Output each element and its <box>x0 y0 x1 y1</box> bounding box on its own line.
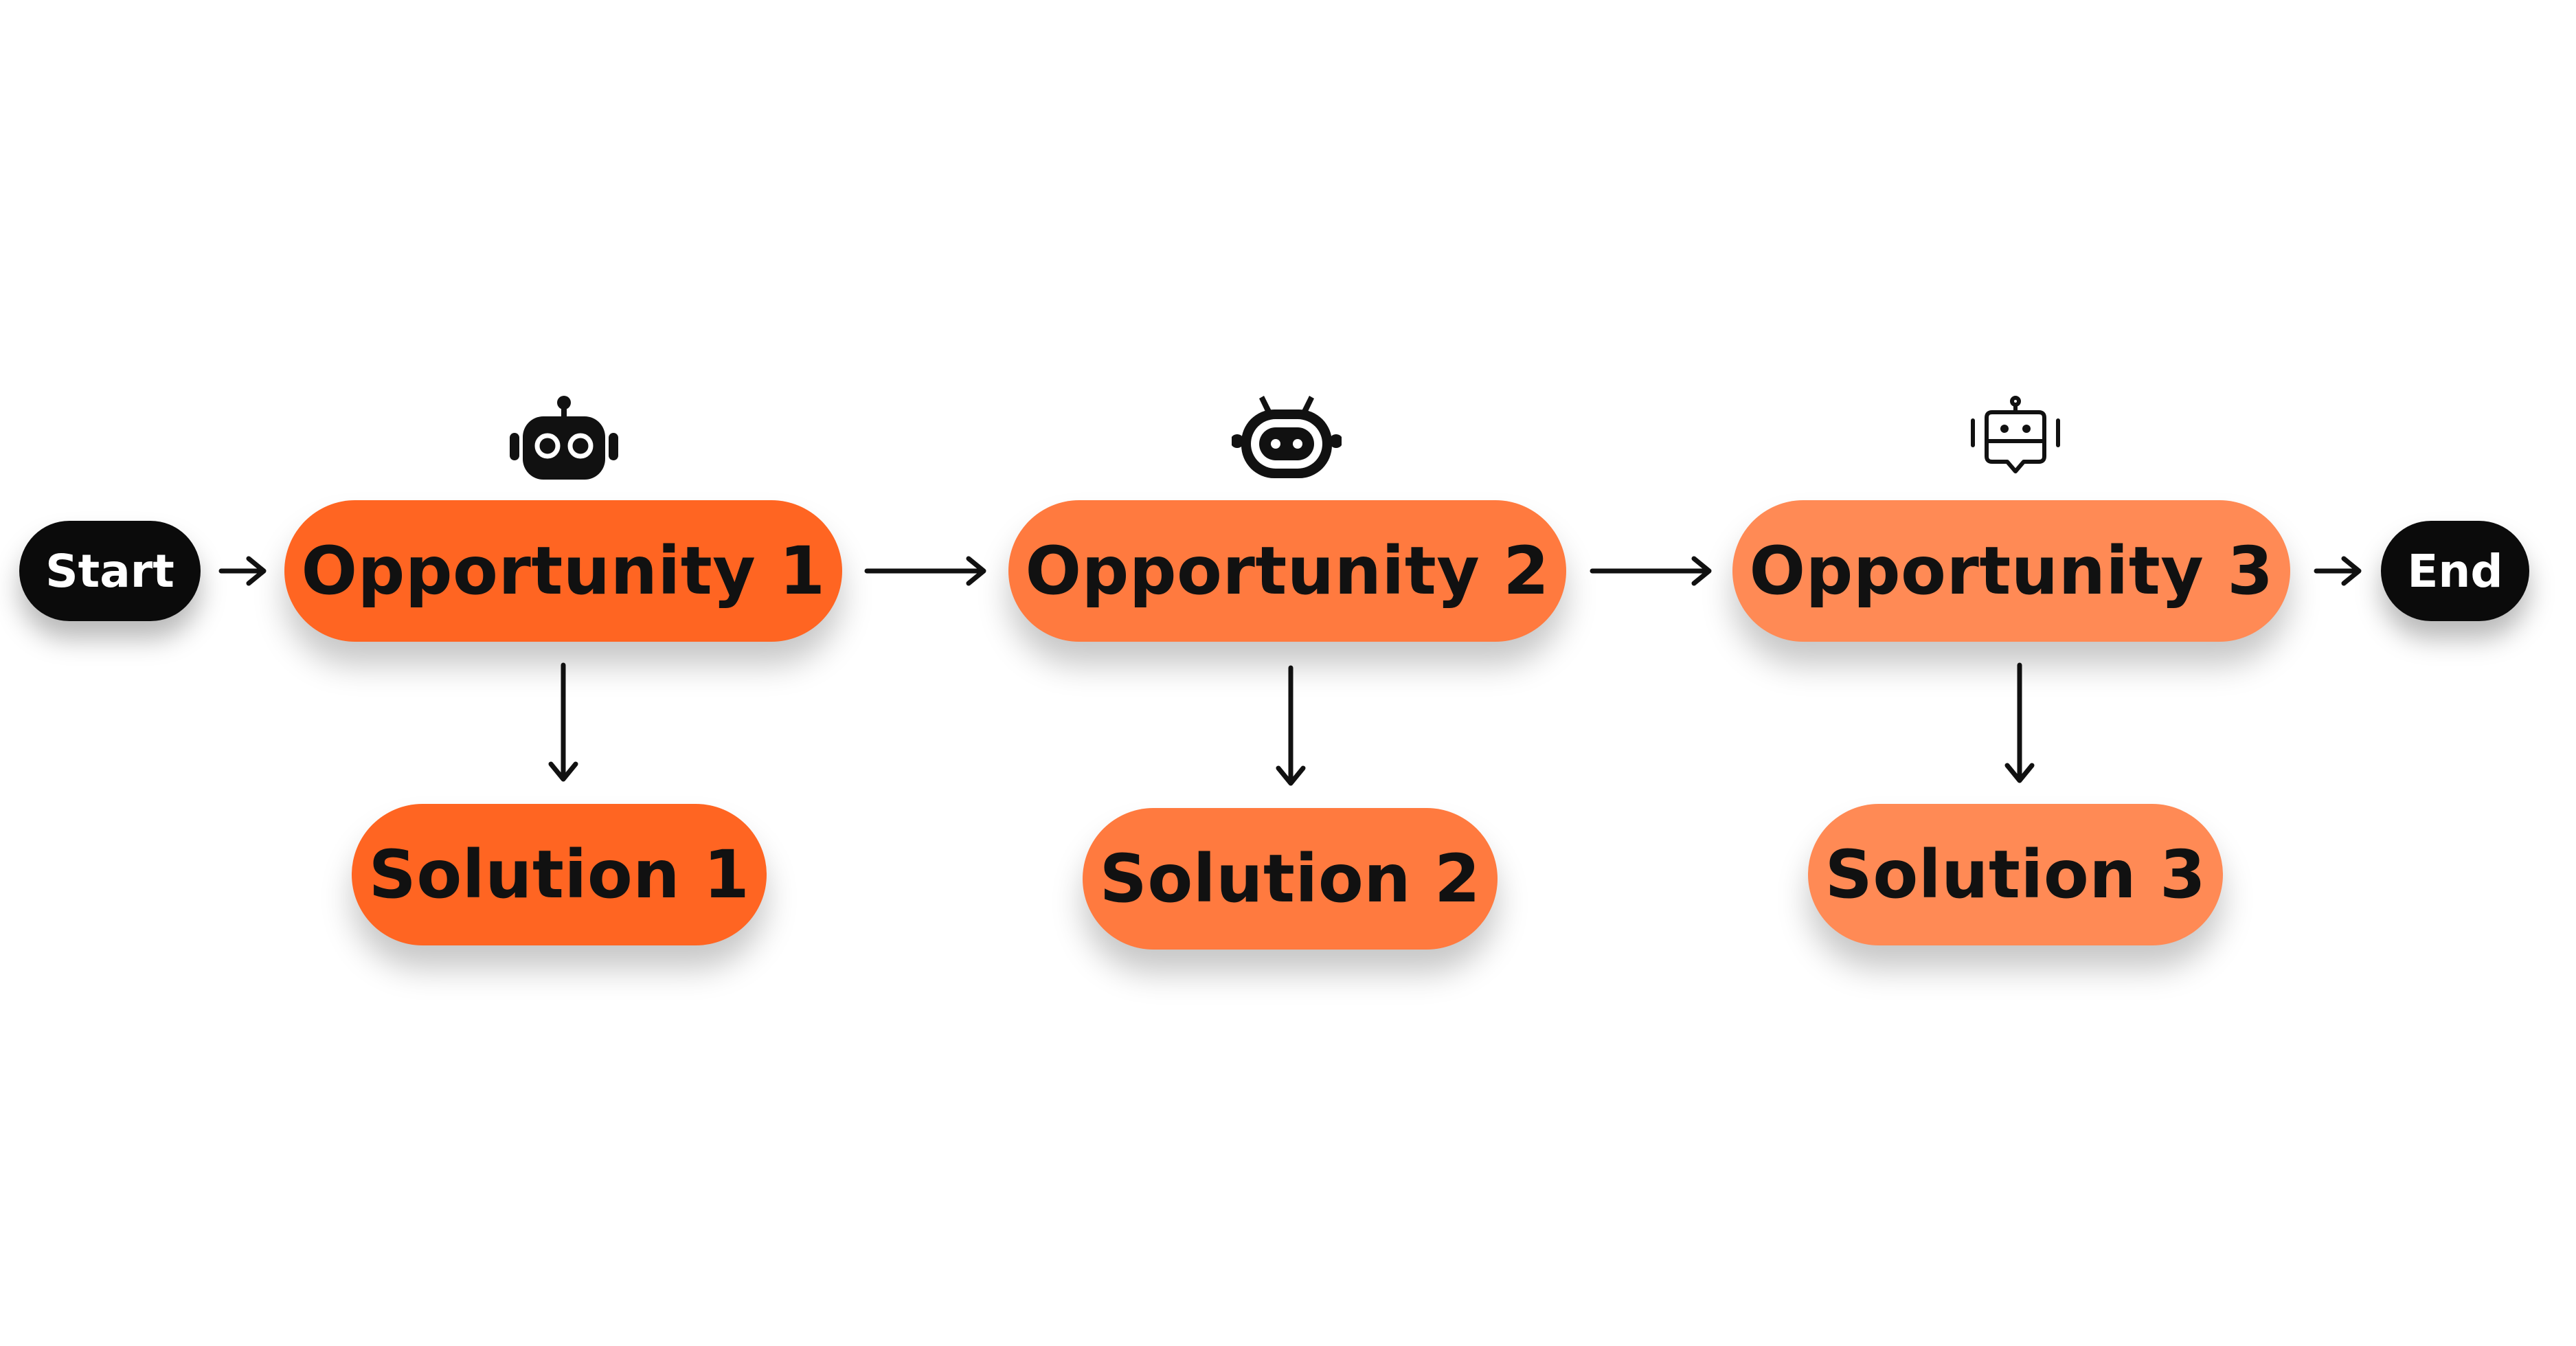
chatbot-outline-icon <box>1971 396 2060 473</box>
solution-3-label: Solution 3 <box>1824 836 2206 913</box>
end-node: End <box>2381 521 2529 621</box>
opportunity-3-node: Opportunity 3 <box>1732 500 2290 642</box>
arrow-opportunity-1-to-opportunity-2 <box>864 556 986 586</box>
opportunity-2-label: Opportunity 2 <box>1025 532 1550 609</box>
solution-2-node: Solution 2 <box>1083 808 1498 950</box>
start-node: Start <box>19 521 201 621</box>
opportunity-1-node: Opportunity 1 <box>284 500 842 642</box>
opportunity-2-node: Opportunity 2 <box>1008 500 1566 642</box>
arrow-opportunity-2-to-solution-2 <box>1276 665 1306 786</box>
robot-face-antennas-icon <box>1232 396 1342 478</box>
start-label: Start <box>45 544 174 598</box>
robot-head-icon <box>510 396 618 480</box>
solution-1-node: Solution 1 <box>352 804 767 945</box>
arrow-start-to-opportunity-1 <box>218 556 267 586</box>
arrow-opportunity-3-to-solution-3 <box>2004 662 2035 783</box>
arrow-opportunity-2-to-opportunity-3 <box>1590 556 1712 586</box>
arrow-opportunity-3-to-end <box>2314 556 2362 586</box>
opportunity-3-label: Opportunity 3 <box>1749 532 2274 609</box>
arrow-opportunity-1-to-solution-1 <box>548 662 578 782</box>
solution-2-label: Solution 2 <box>1099 840 1481 917</box>
solution-1-label: Solution 1 <box>368 836 750 913</box>
opportunity-1-label: Opportunity 1 <box>301 532 826 609</box>
solution-3-node: Solution 3 <box>1808 804 2223 945</box>
end-label: End <box>2407 544 2503 598</box>
